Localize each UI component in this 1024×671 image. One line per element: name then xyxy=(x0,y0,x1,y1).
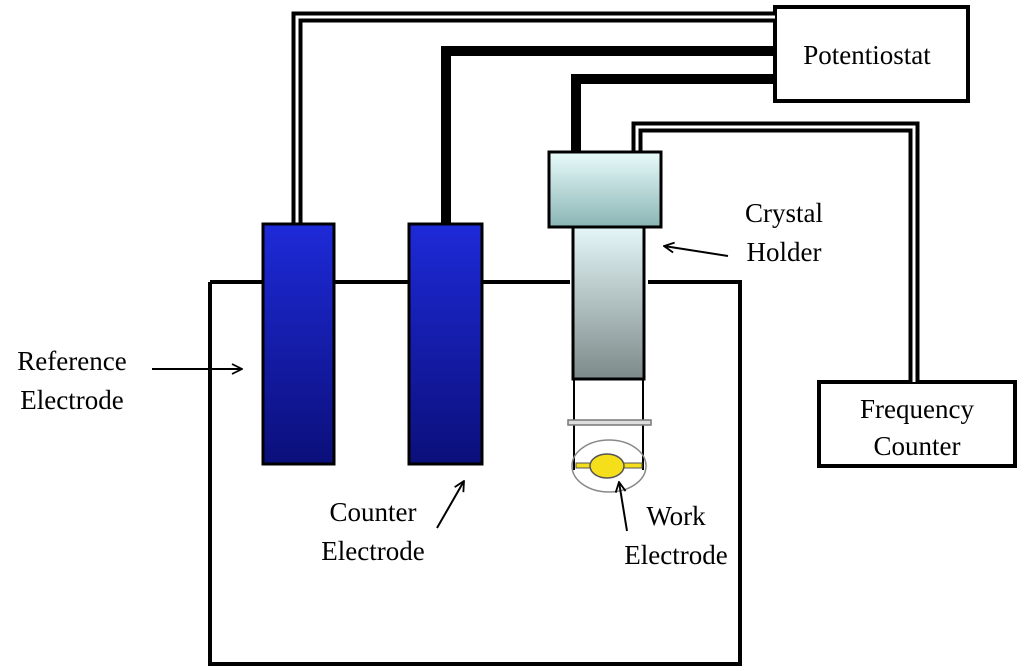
work-electrode xyxy=(589,453,625,479)
work-electrode-arrow xyxy=(619,482,628,532)
crystal-holder-arrow xyxy=(664,246,729,257)
reference-electrode xyxy=(261,222,336,466)
frequency-counter-label-line1: Frequency xyxy=(860,394,974,424)
wire-holder-potentiostat xyxy=(571,74,775,152)
crystal-holder-cap xyxy=(547,150,663,229)
wire-counter xyxy=(441,46,775,224)
crystal-holder-body xyxy=(571,225,646,381)
potentiostat-label: Potentiostat xyxy=(803,40,931,70)
work-electrode-label-line2: Electrode xyxy=(624,540,727,570)
wire-reference xyxy=(291,11,775,224)
cell-container xyxy=(208,280,742,666)
frequency-counter-box xyxy=(817,380,1017,468)
crystal-holder-label-line2: Holder xyxy=(747,237,822,267)
reference-electrode-label-line2: Electrode xyxy=(20,385,123,415)
frequency-counter-label-line2: Counter xyxy=(874,431,961,461)
reference-electrode-label-line1: Reference xyxy=(17,346,126,376)
work-electrode-label-line1: Work xyxy=(646,501,706,531)
counter-electrode-label-line2: Electrode xyxy=(321,536,424,566)
counter-electrode-arrow xyxy=(436,481,464,529)
counter-electrode-label-line1: Counter xyxy=(330,497,417,527)
counter-electrode xyxy=(407,222,484,466)
crystal-holder-label-line1: Crystal xyxy=(745,198,823,228)
wire-holder-frequency xyxy=(631,121,920,382)
